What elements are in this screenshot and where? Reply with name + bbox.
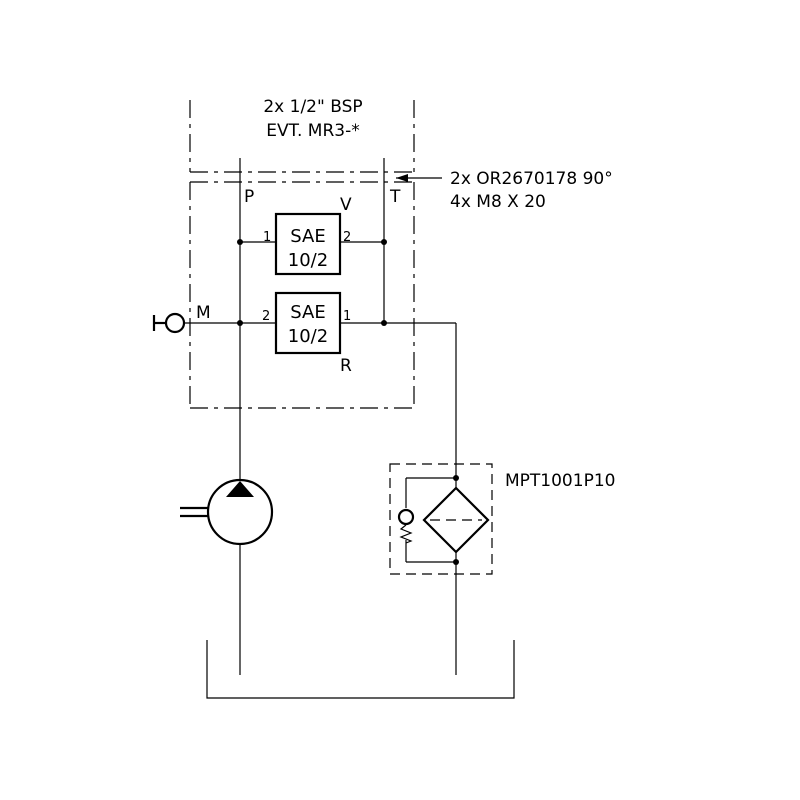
callout-line-1: 2x OR2670178 90° <box>450 169 613 189</box>
port-p-label: P <box>244 187 254 207</box>
valve-upper-line-2: 10/2 <box>288 250 328 271</box>
port-t-label: T <box>389 187 401 207</box>
valve-upper-line-1: SAE <box>290 226 325 247</box>
gauge-port-icon <box>152 312 186 334</box>
filter-outline <box>389 463 493 575</box>
valve-block-outline <box>189 181 415 409</box>
port-connector-outline <box>189 100 415 173</box>
valve-lower-port-right: 1 <box>343 309 351 324</box>
valve-lower-line-1: SAE <box>290 302 325 323</box>
port-v-label: V <box>340 195 352 215</box>
pump-icon <box>180 478 274 546</box>
header-line-1: 2x 1/2" BSP <box>263 97 362 117</box>
valve-lower-line-2: 10/2 <box>288 326 328 347</box>
bypass-check-valve-icon <box>397 508 415 544</box>
port-r-label: R <box>340 356 352 376</box>
valve-upper <box>237 212 387 276</box>
filter-label: MPT1001P10 <box>505 471 615 491</box>
reservoir-icon <box>206 640 515 699</box>
valve-upper-port-left: 1 <box>263 230 271 245</box>
header-line-2: EVT. MR3-* <box>266 121 359 141</box>
valve-lower-port-left: 2 <box>262 309 270 324</box>
callout-line-2: 4x M8 X 20 <box>450 192 546 212</box>
callout-arrow <box>396 174 442 182</box>
filter-icon <box>405 475 490 565</box>
port-m-label: M <box>196 303 211 323</box>
valve-lower <box>185 291 456 355</box>
valve-upper-port-right: 2 <box>343 230 351 245</box>
